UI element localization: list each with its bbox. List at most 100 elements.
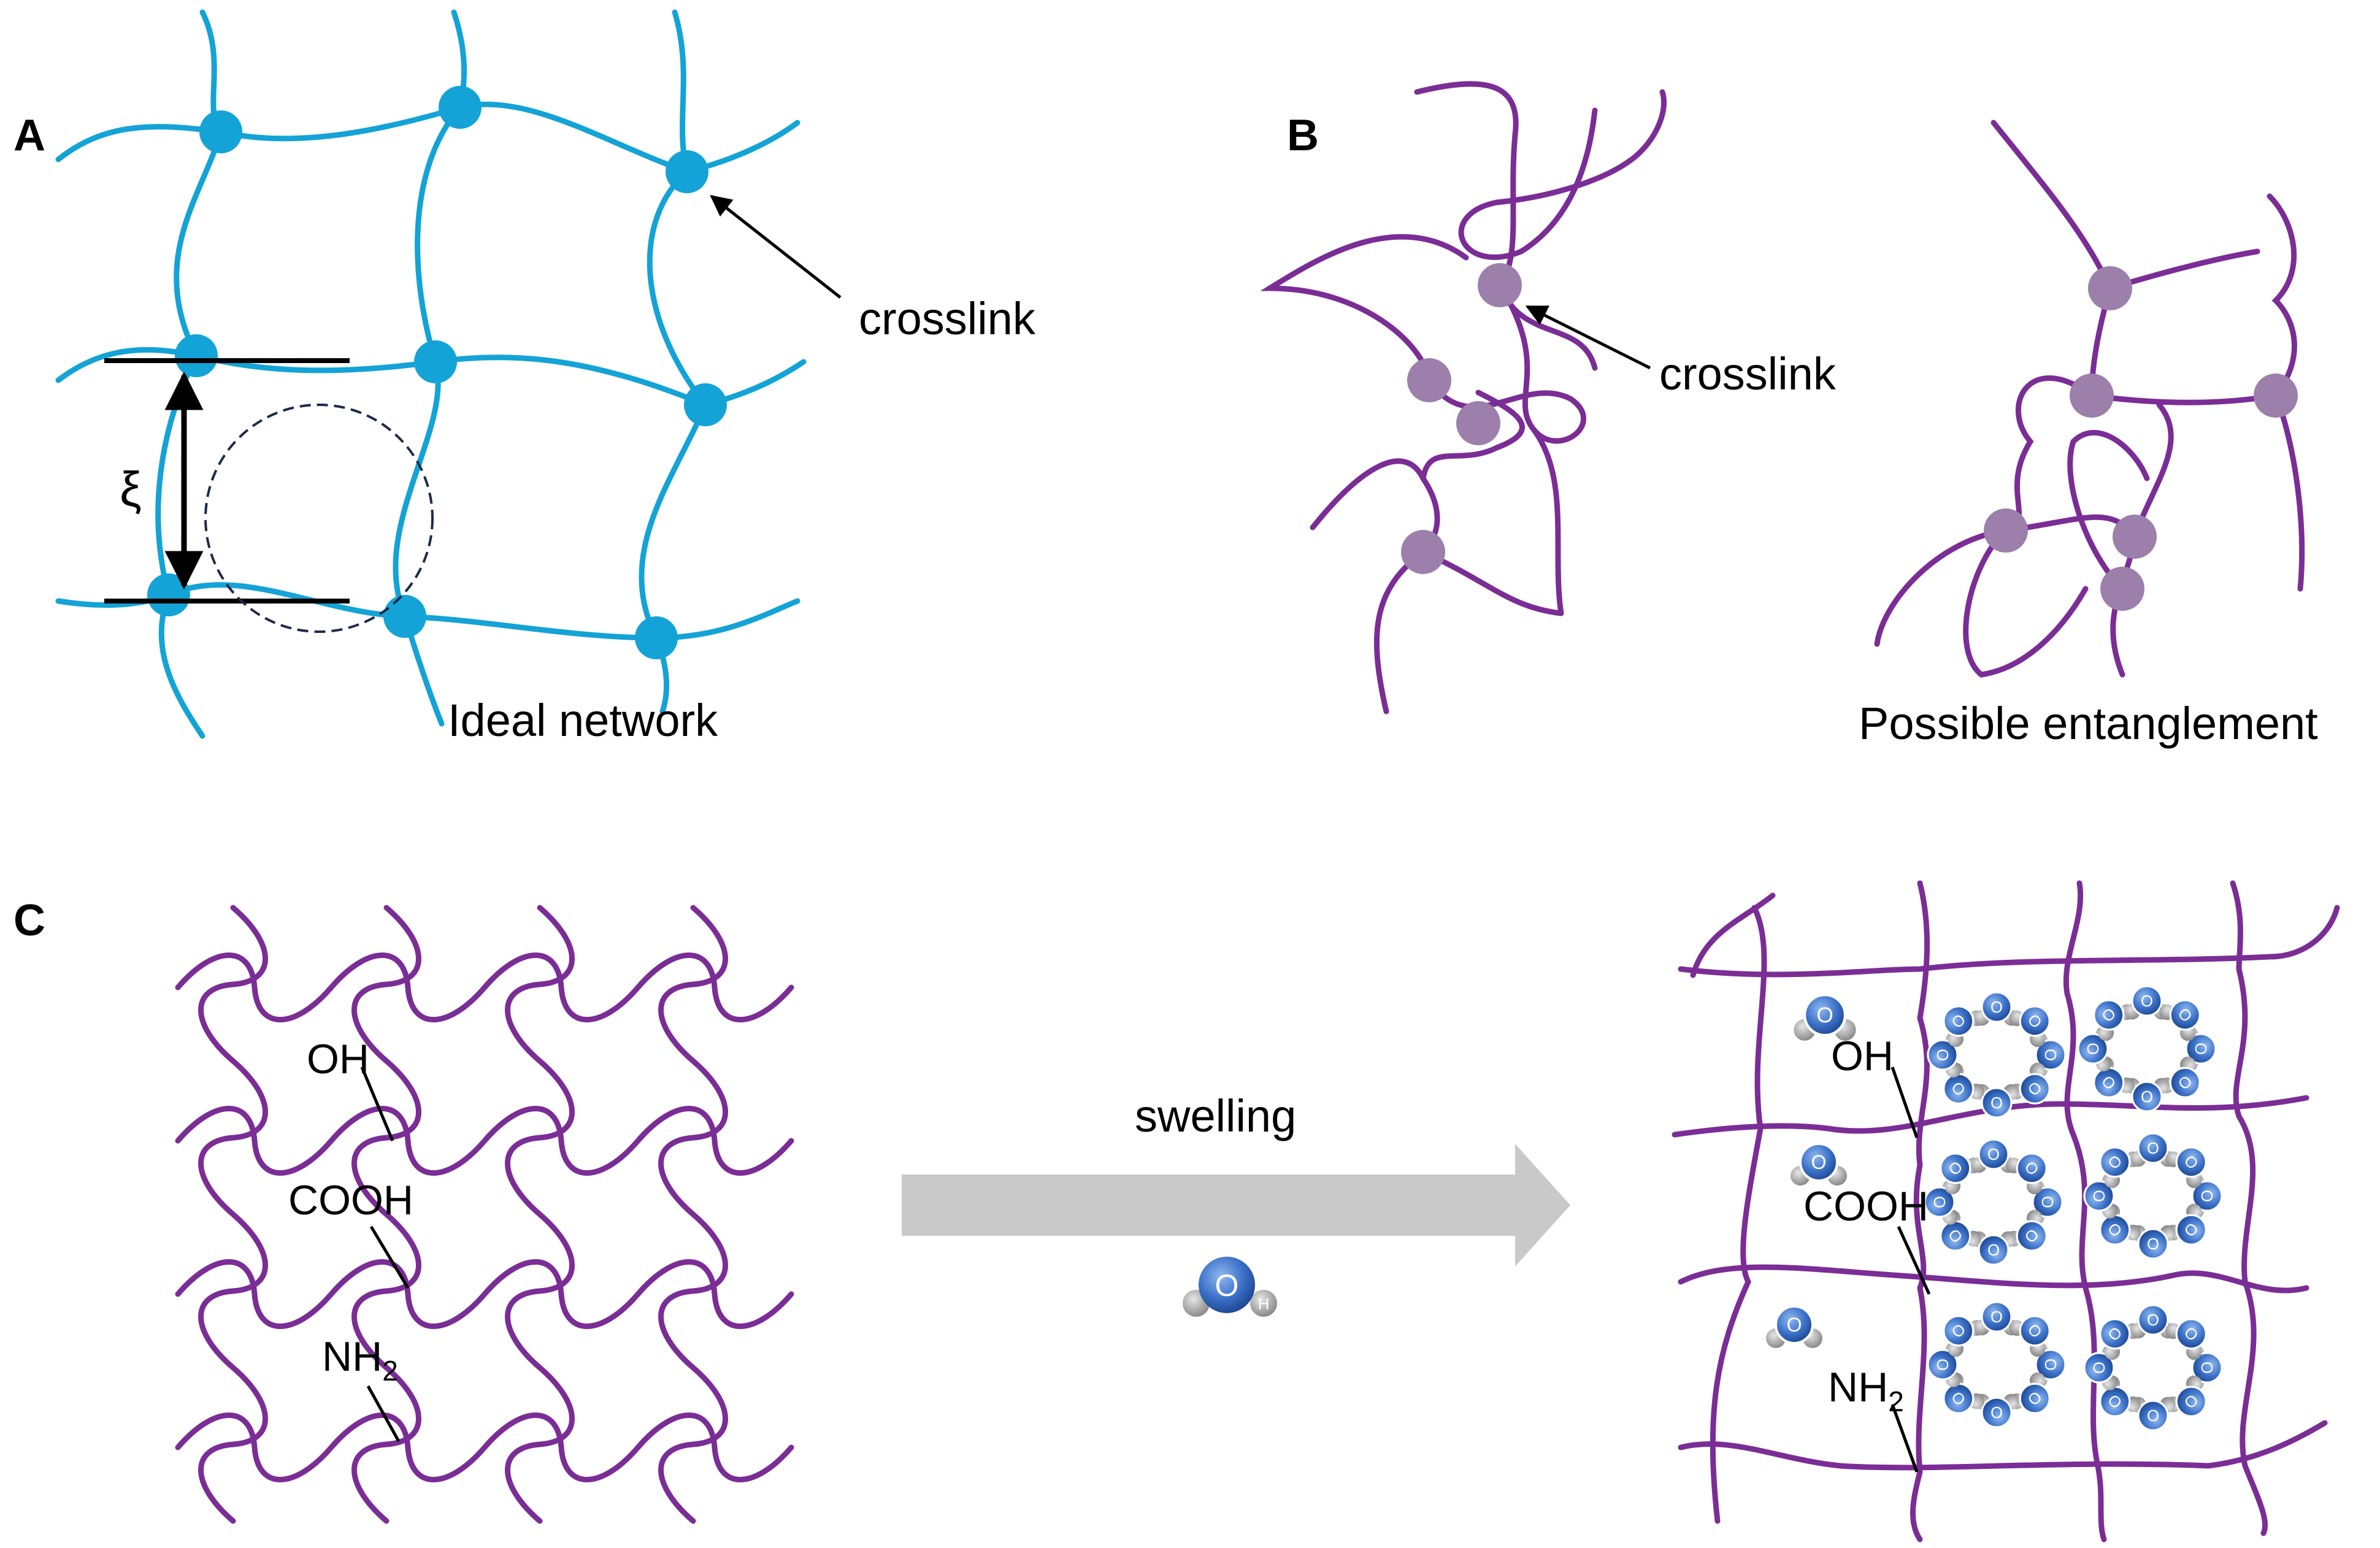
oxygen-letter: O <box>2041 1358 2059 1371</box>
crosslink-node <box>2113 515 2157 559</box>
oxygen-letter: O <box>2091 1190 2108 1202</box>
oxygen-letter: O <box>2147 1140 2159 1157</box>
panel-c: C OH COOH NH2 swelling H O <box>13 880 2340 1542</box>
group-bond <box>369 1225 410 1289</box>
caption-ideal-network: Ideal network <box>448 695 718 746</box>
water-molecule: O <box>2032 1032 2067 1078</box>
oxygen-letter: O <box>1811 1151 1827 1173</box>
oxygen-letter: O <box>2038 1196 2056 1208</box>
oxygen-letter: O <box>1987 1146 2000 1163</box>
oxygen-atom <box>2019 1073 2051 1105</box>
water-molecule: O <box>2165 1146 2207 1189</box>
panel-a-letter: A <box>13 111 45 160</box>
crosslink-node <box>1478 263 1522 307</box>
water-molecule: O <box>2165 1375 2207 1417</box>
oxygen-atom <box>2019 1315 2051 1347</box>
oxygen-letter: O <box>2192 1043 2209 1055</box>
polymer-chain <box>1910 880 1930 1542</box>
oxygen-letter: O <box>2085 1043 2102 1055</box>
oxygen-atom <box>1940 1220 1971 1252</box>
oxygen-atom <box>1943 1315 1975 1347</box>
oxygen-letter: O <box>1932 1196 1949 1208</box>
water-molecule: O <box>1974 991 2019 1026</box>
crosslink-node <box>666 150 708 193</box>
swelling-arrow: swelling <box>902 1090 1570 1266</box>
water-molecule: O <box>2165 1203 2207 1246</box>
oxygen-atom <box>2137 1132 2169 1164</box>
oxygen-atom <box>2099 1318 2131 1350</box>
water-molecule: O <box>2077 1026 2112 1071</box>
polymer-chain <box>505 905 575 1524</box>
oxygen-letter: O <box>1215 1268 1239 1303</box>
oxygen-letter: O <box>1987 1241 2000 1258</box>
water-molecule: O <box>2130 1132 2176 1167</box>
swollen-functional-groups: OH COOH NH2 <box>1803 1033 1931 1473</box>
hydrogen-atom <box>1250 1290 1277 1317</box>
polymer-chain <box>1678 892 2340 978</box>
random-network-right <box>1874 120 2305 678</box>
oxygen-atom <box>1943 1073 1975 1105</box>
polymer-chain <box>1672 1095 2309 1138</box>
crosslink-node <box>1456 401 1500 445</box>
crosslink-pointer-a <box>710 194 842 299</box>
oxygen-atom <box>2137 1400 2169 1431</box>
oxygen-letter: O <box>1990 1309 2003 1326</box>
group-bond <box>360 1067 394 1141</box>
polymer-chain <box>1874 527 2009 647</box>
oxygen-letter: O <box>1990 1094 2003 1111</box>
water-molecule: O <box>2093 999 2135 1041</box>
oxygen-atom <box>2175 1146 2207 1178</box>
water-molecule: O <box>1924 1179 1959 1225</box>
oxygen-atom <box>1924 1186 1956 1218</box>
polymer-chain <box>2089 393 2279 405</box>
oxygen-atom <box>1799 1143 1838 1182</box>
oxygen-atom <box>2093 999 2125 1031</box>
oxygen-atom <box>1978 1138 2010 1170</box>
polymer-chain <box>2063 880 2107 1542</box>
oxygen-atom <box>2185 1033 2217 1065</box>
swollen-network <box>1672 880 2340 1542</box>
polymer-chain <box>658 905 728 1524</box>
oxygen-atom <box>2175 1214 2207 1246</box>
water-molecule: O <box>2099 1203 2141 1246</box>
group-carboxyl: COOH <box>288 1177 413 1224</box>
group-bond <box>1897 1225 1931 1295</box>
mesh-size-indicator: ξ <box>104 358 434 633</box>
polymer-chain <box>2267 193 2297 399</box>
polymer-chain <box>2230 880 2268 1536</box>
oxygen-atom <box>1981 1301 2013 1333</box>
oxygen-atom <box>2016 1220 2048 1252</box>
oxygen-atom <box>1981 1397 2013 1428</box>
group-bond <box>1891 1067 1919 1138</box>
polymer-chain <box>175 952 794 1022</box>
oxygen-letter: O <box>2141 993 2153 1010</box>
crosslink-node <box>1984 508 2028 553</box>
oxygen-atom <box>2099 1146 2131 1178</box>
oxygen-atom <box>1199 1257 1255 1313</box>
polymer-chain <box>1710 905 1767 1524</box>
oxygen-atom <box>2169 1067 2201 1098</box>
water-molecule: O <box>1974 1084 2019 1119</box>
water-molecule: O <box>2009 1005 2051 1048</box>
oxygen-atom <box>2093 1067 2125 1098</box>
crosslink-node <box>175 334 218 377</box>
oxygen-atom <box>2032 1186 2063 1218</box>
panel-c-letter: C <box>13 896 45 945</box>
water-molecule: O <box>2006 1152 2048 1195</box>
oxygen-atom <box>2131 985 2163 1017</box>
oxygen-atom <box>2175 1385 2207 1417</box>
oxygen-letter: O <box>2198 1362 2215 1374</box>
oxygen-atom <box>2099 1214 2131 1246</box>
mesh-dashed-circle <box>204 404 434 633</box>
swelling-label: swelling <box>1135 1090 1296 1141</box>
oxygen-atom <box>1803 993 1847 1037</box>
water-molecule: O <box>2009 1315 2051 1357</box>
oxygen-atom <box>1940 1152 1971 1184</box>
polymer-chain <box>2067 430 2150 592</box>
polymer-chain <box>175 1412 794 1482</box>
swelling-arrow-shape <box>902 1144 1570 1266</box>
oxygen-atom <box>1927 1349 1959 1381</box>
polymer-chain <box>175 1259 794 1329</box>
crosslink-node <box>1401 530 1445 574</box>
